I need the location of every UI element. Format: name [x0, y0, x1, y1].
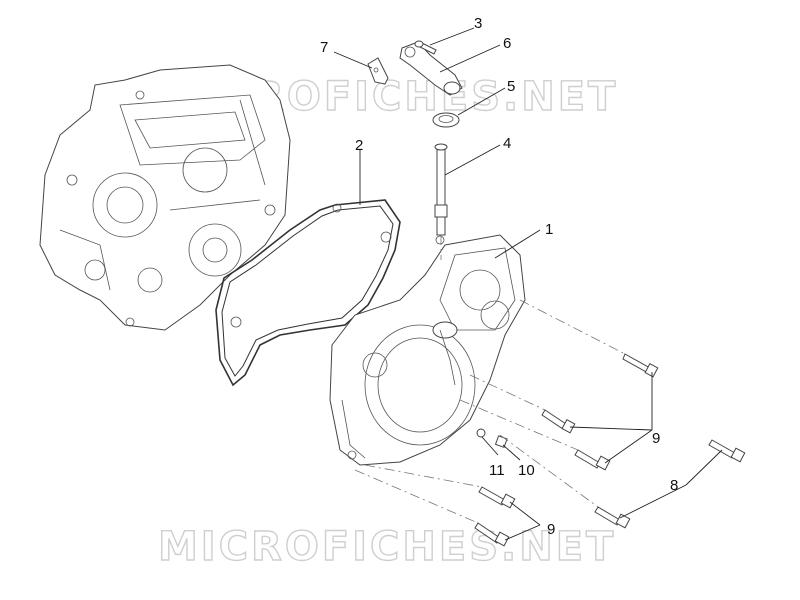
- bolt-9-upper: [622, 353, 659, 378]
- bolt-9-bottom-b: [474, 522, 510, 547]
- callout-9-bottom: 9: [547, 521, 555, 538]
- callout-10: 10: [518, 462, 535, 479]
- alignment-lines: [354, 235, 626, 524]
- leader-lines: [333, 27, 723, 541]
- watermark-bottom: MICROFICHES.NET: [158, 524, 616, 570]
- engine-crankcase: [39, 64, 291, 331]
- gasket-2: [215, 199, 401, 387]
- bolt-9-middle: [541, 409, 576, 434]
- callout-2: 2: [355, 137, 363, 154]
- callout-7: 7: [320, 39, 328, 56]
- callout-9-right: 9: [652, 430, 660, 447]
- callout-5: 5: [507, 78, 515, 95]
- bolt-3: [414, 40, 437, 55]
- callout-1: 1: [545, 221, 553, 238]
- callout-8: 8: [670, 477, 678, 494]
- callout-3: 3: [474, 15, 482, 32]
- washer-11: [476, 428, 486, 438]
- bolt-8-right: [708, 439, 746, 463]
- callout-labels: 1 2 3 4 5 6 7 8 9 9 10 11: [320, 15, 678, 538]
- clutch-cover-1: [329, 234, 526, 466]
- bolt-8-left: [594, 506, 631, 529]
- plate-7: [367, 57, 389, 85]
- plug-10: [494, 435, 508, 449]
- callout-4: 4: [503, 135, 511, 152]
- bolt-9-lower: [574, 449, 611, 471]
- seal-ring-5: [432, 112, 460, 128]
- callout-6: 6: [503, 35, 511, 52]
- bolt-9-bottom-a: [478, 486, 516, 509]
- shaft-4: [434, 143, 448, 236]
- callout-11: 11: [489, 462, 505, 479]
